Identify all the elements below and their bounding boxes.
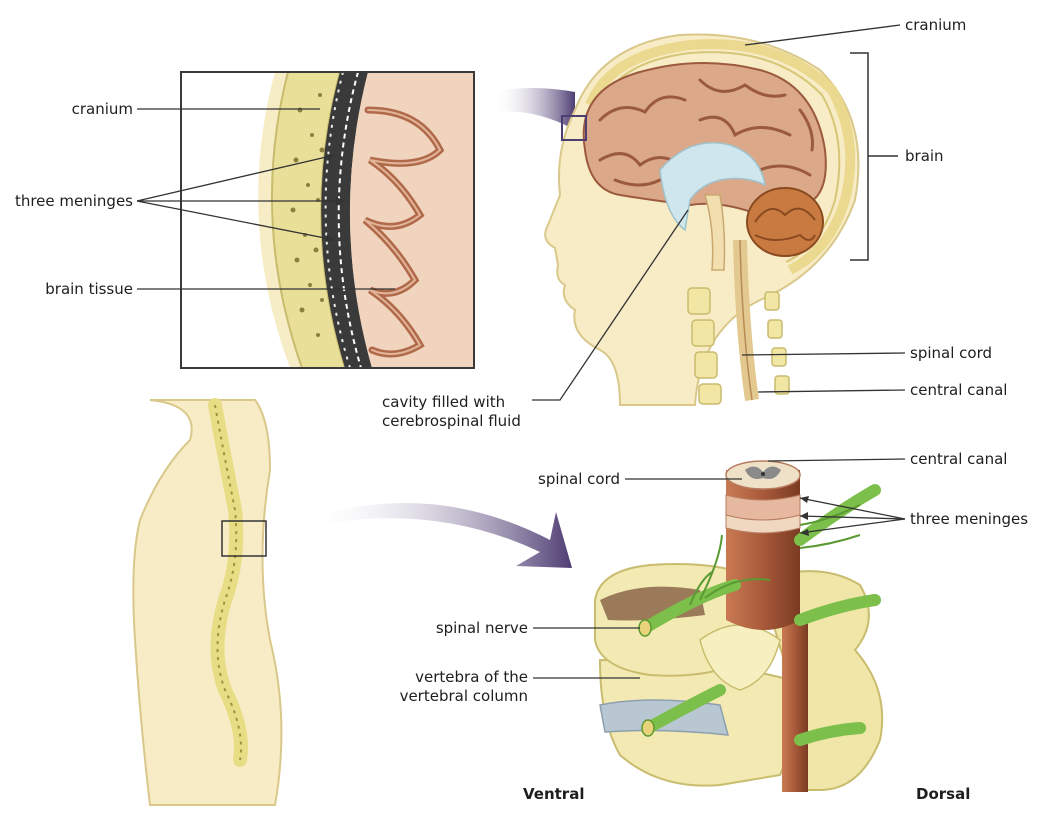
label-vertebra-line1: vertebra of the — [415, 668, 528, 686]
label-central-canal-head: central canal — [910, 381, 1008, 399]
brain-folds-highlight — [364, 109, 442, 355]
leader-cranium-head — [744, 24, 901, 46]
zoom-arrow — [305, 503, 572, 568]
meninges-layer — [321, 72, 372, 368]
spinal-nerves — [639, 484, 881, 746]
spinal-nerve-end-lower — [641, 719, 655, 737]
vertebral-column — [208, 398, 248, 767]
skull-cranium — [585, 39, 856, 275]
cerebrum — [582, 62, 827, 217]
brain-bracket — [850, 52, 898, 261]
leader-meninges-1 — [136, 154, 336, 202]
leader-meninges-vert-3 — [799, 518, 906, 534]
skull-inner-edge — [597, 51, 841, 263]
label-spinal-cord-vert: spinal cord — [538, 470, 620, 488]
meninges-band-2 — [725, 514, 801, 534]
inset-frame — [180, 71, 475, 369]
spinal-nerve-end — [638, 619, 652, 637]
leader-meninges-vert-1 — [799, 497, 906, 520]
leader-cavity — [532, 209, 689, 401]
leader-arrowheads — [326, 154, 809, 536]
label-dorsal: Dorsal — [916, 785, 971, 803]
label-spinal-nerve: spinal nerve — [435, 619, 528, 637]
label-spinal-cord-head: spinal cord — [910, 344, 992, 362]
cerebellum — [746, 187, 824, 257]
label-brain: brain — [905, 147, 944, 165]
leader-meninges-vert-2 — [799, 515, 906, 520]
spine-locator-box — [221, 520, 267, 557]
leader-central-canal-head — [757, 389, 906, 393]
label-cranium-inset: cranium — [71, 100, 133, 118]
label-central-canal-vert: central canal — [910, 450, 1008, 468]
skull-layers-inset — [180, 71, 475, 369]
label-brain-tissue: brain tissue — [45, 280, 133, 298]
leader-meninges-3 — [136, 200, 336, 241]
inset-connector — [493, 88, 575, 130]
cervical-vertebrae — [687, 287, 790, 405]
spinal-cord-lower — [782, 620, 808, 792]
vertebra-detail — [594, 460, 884, 792]
spinal-cord-column — [726, 470, 800, 630]
meninges-fibers-2 — [337, 72, 362, 368]
leader-central-canal-vert — [767, 458, 906, 462]
torso-skin — [132, 399, 283, 806]
label-three-meninges-vert: three meninges — [910, 510, 1029, 528]
central-canal-dot — [761, 472, 765, 476]
ventricle-cavity — [659, 142, 766, 232]
label-cavity-line1: cavity filled with — [382, 393, 506, 411]
label-vertebra-line2: vertebral column — [399, 687, 528, 705]
central-canal-head — [739, 239, 753, 401]
body-silhouette — [132, 398, 283, 806]
inset-locator-box — [561, 115, 587, 141]
leader-lines — [136, 24, 906, 679]
leader-spinal-cord-head — [741, 352, 906, 356]
label-cranium-head: cranium — [905, 16, 967, 34]
label-ventral: Ventral — [523, 785, 585, 803]
label-cavity-line2: cerebrospinal fluid — [382, 412, 521, 430]
bone-pores — [290, 93, 325, 337]
articular-process — [699, 624, 781, 691]
head-cross-section — [544, 33, 860, 406]
label-three-meninges-inset: three meninges — [14, 192, 133, 210]
brainstem — [704, 194, 726, 271]
